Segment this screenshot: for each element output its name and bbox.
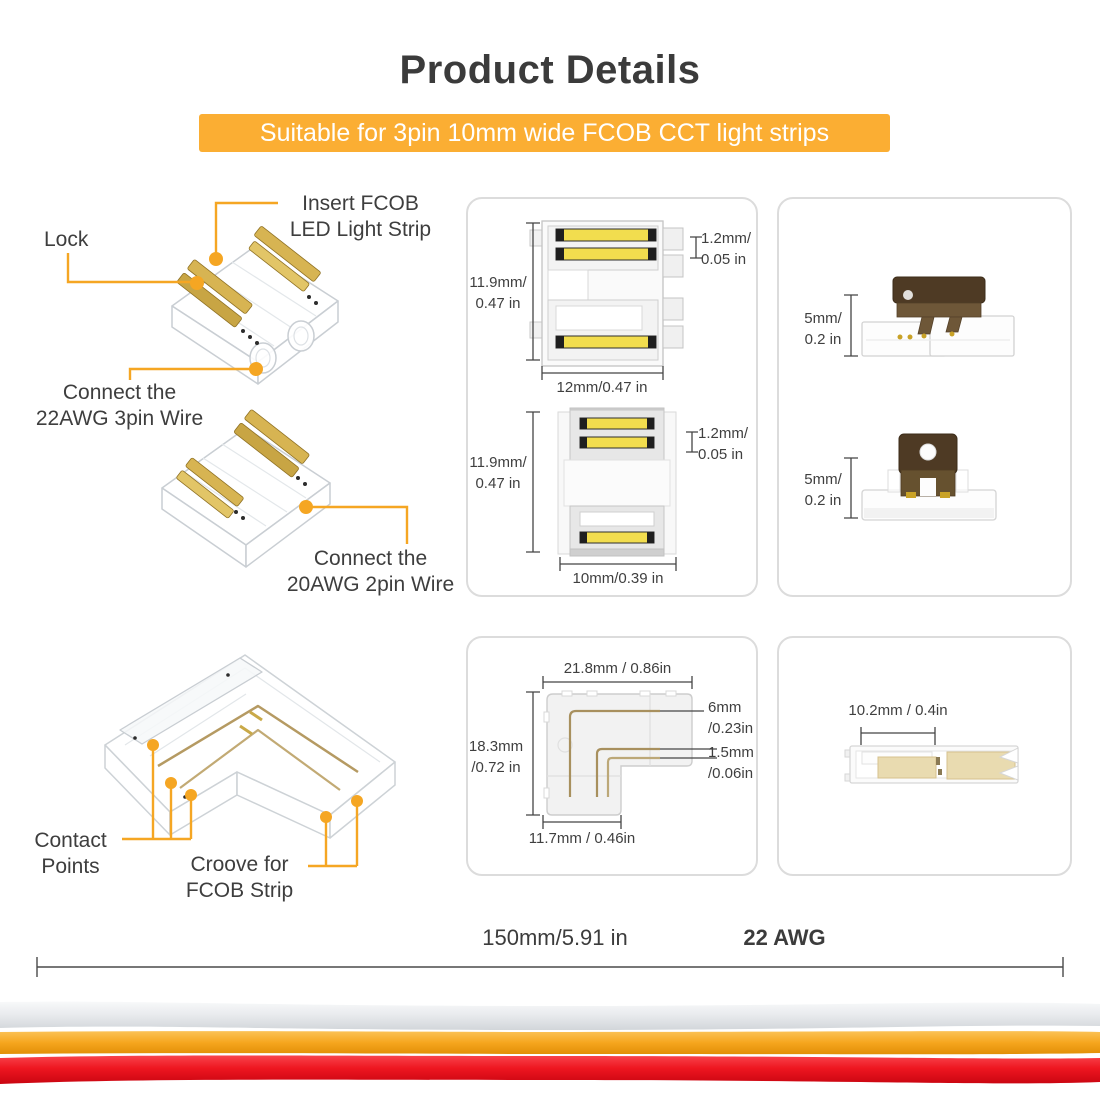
- dim-d2-height: 11.9mm/ 0.47 in: [469, 454, 527, 492]
- corner-connector-illustration: [104, 654, 396, 839]
- dim-corner-height: 18.3mm /0.72 in: [468, 738, 524, 776]
- wire-length-dimension-line: [36, 957, 1064, 977]
- dim-corner-width: 21.8mm / 0.86in: [563, 660, 672, 677]
- dim-corner-wire-gap: 6mm /0.23in: [708, 699, 754, 737]
- dim-d1-width: 12mm/0.47 in: [556, 379, 648, 396]
- dim-d1-height: 11.9mm/ 0.47 in: [469, 274, 527, 312]
- callout-groove: Croove for FCOB Strip: [185, 853, 294, 902]
- suitability-banner: Suitable for 3pin 10mm wide FCOB CCT lig…: [199, 114, 890, 152]
- dim-strip-width: 10.2mm / 0.4in: [848, 702, 948, 719]
- callout-contact-points: Contact Points: [34, 829, 107, 878]
- dim-side1-height: 5mm/ 0.2 in: [804, 310, 842, 348]
- callout-connect-2pin: Connect the 20AWG 2pin Wire: [286, 547, 455, 596]
- callout-connect-3pin: Connect the 22AWG 3pin Wire: [35, 381, 204, 430]
- wire-gauge-label: 22 AWG: [743, 925, 826, 950]
- three-pin-wire-illustration: [0, 1001, 1100, 1084]
- dim-d2-width: 10mm/0.39 in: [572, 570, 664, 587]
- dim-d2-pitch: 1.2mm/ 0.05 in: [698, 425, 749, 463]
- dim-corner-leg-width: 11.7mm / 0.46in: [528, 830, 636, 847]
- straight-connector-illustration-1: [171, 226, 339, 385]
- callout-lock: Lock: [44, 228, 89, 251]
- panel-strip-dimensions: [777, 636, 1072, 876]
- page-title: Product Details: [399, 48, 701, 92]
- wire-length-label: 150mm/5.91 in: [482, 925, 628, 950]
- panel-side-dimensions: [777, 197, 1072, 597]
- callout-dots: [147, 252, 363, 823]
- dim-side2-height: 5mm/ 0.2 in: [804, 471, 842, 509]
- straight-connector-illustration-2: [161, 409, 331, 568]
- dim-d1-pitch: 1.2mm/ 0.05 in: [701, 230, 752, 268]
- callout-insert-strip: Insert FCOB LED Light Strip: [289, 192, 432, 241]
- callout-leader-lines: [66, 201, 409, 868]
- dim-corner-wire-width: 1.5mm /0.06in: [708, 744, 754, 782]
